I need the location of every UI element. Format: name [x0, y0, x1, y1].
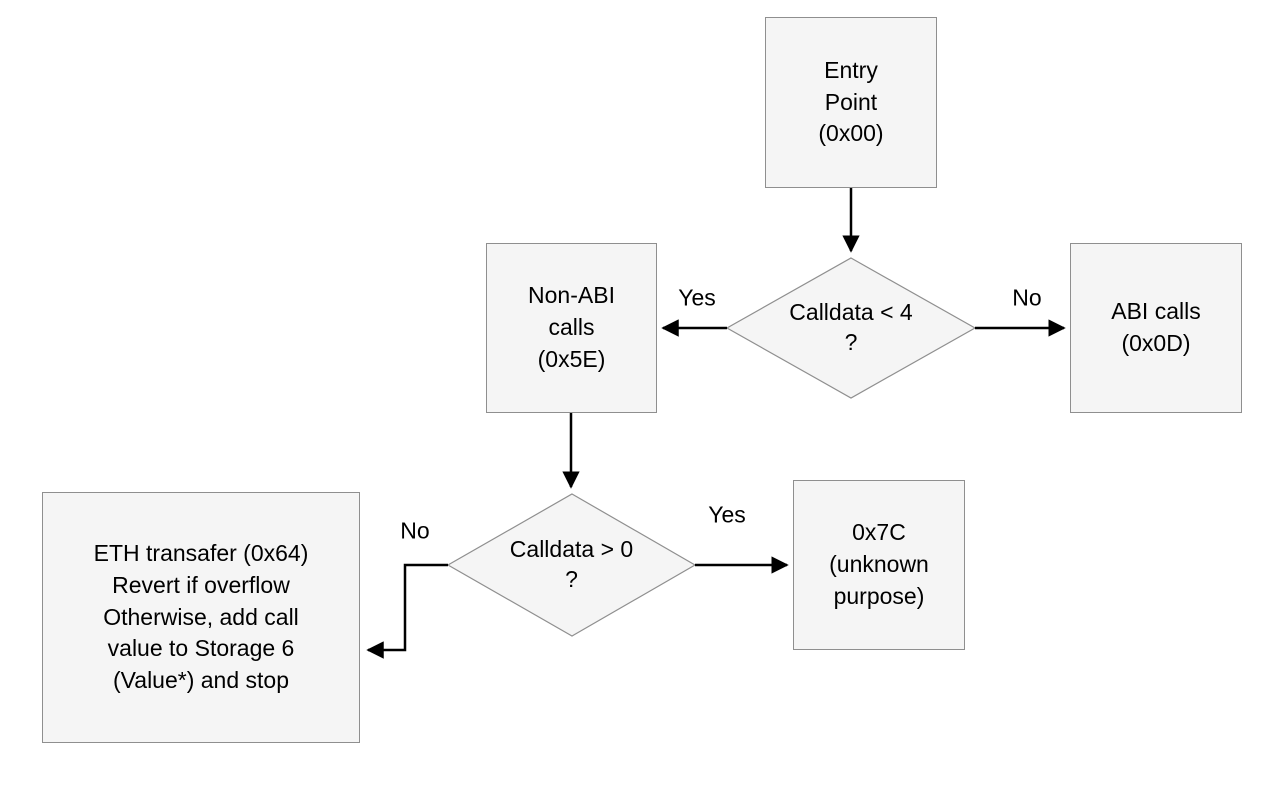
edge-gt0-no-to-eth-transfer	[366, 563, 448, 659]
node-0x7c-unknown-purpose: 0x7C (unknown purpose)	[793, 480, 965, 650]
edge-label-gt0-yes: Yes	[706, 501, 748, 529]
decision-calldata-gt0-shape	[446, 493, 697, 637]
edge-label-lt4-yes: Yes	[676, 284, 718, 312]
edge-label-lt4-no: No	[1010, 284, 1044, 312]
edge-label-gt0-no: No	[398, 517, 432, 545]
decision-calldata-lt4-shape	[725, 257, 977, 399]
node-non-abi-calls: Non-ABI calls (0x5E)	[486, 243, 657, 413]
node-entry-point: Entry Point (0x00)	[765, 17, 937, 188]
node-abi-calls: ABI calls (0x0D)	[1070, 243, 1242, 413]
node-eth-transfer: ETH transafer (0x64) Revert if overflow …	[42, 492, 360, 743]
